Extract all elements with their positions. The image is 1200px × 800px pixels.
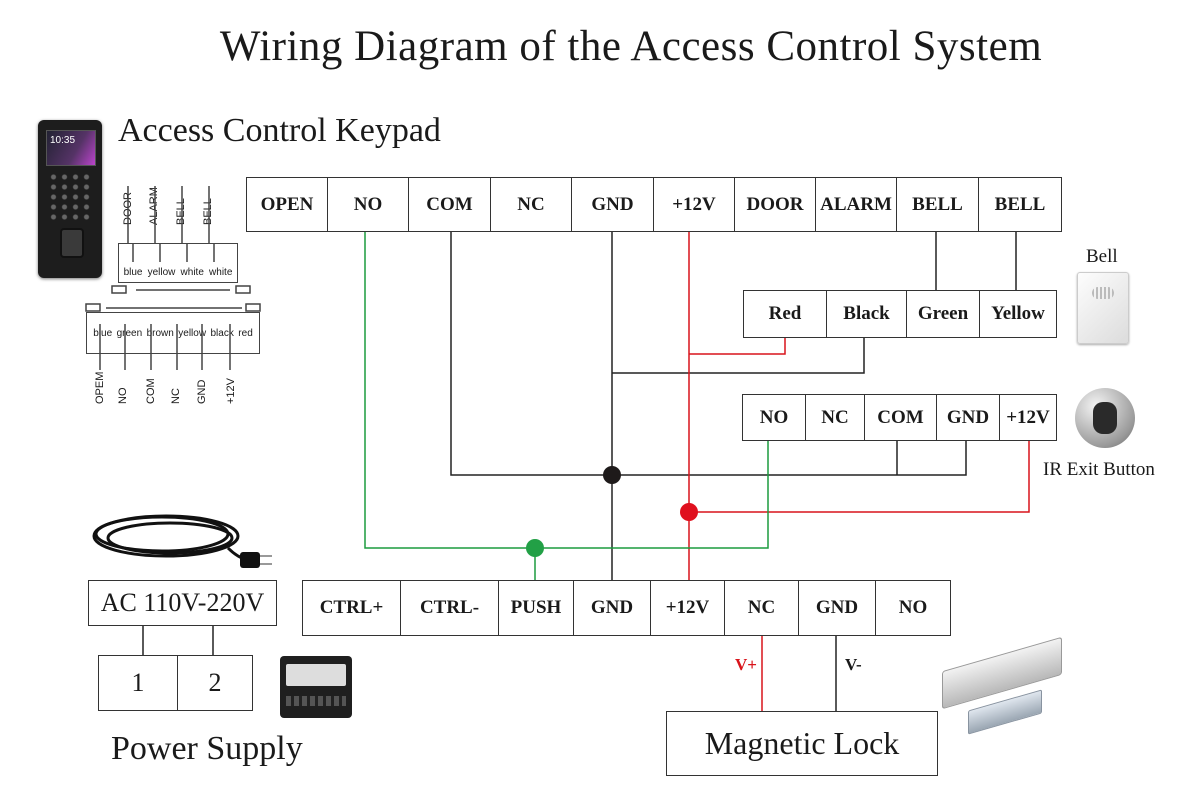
- bell-device-image: [1077, 272, 1129, 344]
- power-input-row: 1 2: [98, 655, 253, 711]
- exit-terminal-no: NO: [743, 395, 806, 440]
- power-terminal-gnd: GND: [574, 581, 651, 635]
- exit-terminal-com: COM: [865, 395, 937, 440]
- keypad-bottom-color-brown: brown: [146, 327, 174, 339]
- bell-terminal-black: Black: [827, 291, 907, 337]
- keypad-bottom-color-yellow: yellow: [178, 327, 207, 339]
- power-terminal-push: PUSH: [499, 581, 574, 635]
- black-wires: [142, 232, 1017, 711]
- controller-terminal-bell: BELL: [897, 178, 979, 231]
- exit-terminal-nc: NC: [806, 395, 865, 440]
- ac-input-box: AC 110V-220V: [88, 580, 277, 626]
- page-title: Wiring Diagram of the Access Control Sys…: [219, 23, 1043, 70]
- bell-terminal-row: Red Black Green Yellow: [743, 290, 1057, 338]
- keypad-device-image: 10:35: [38, 120, 102, 278]
- keypad-top-color-blue: blue: [123, 267, 143, 278]
- junction-gnd: [603, 466, 621, 484]
- keypad-top-color-yellow: yellow: [147, 267, 176, 278]
- keypad-screen: 10:35: [46, 130, 96, 166]
- power-terminal-no: NO: [898, 597, 928, 618]
- red-wires: [688, 232, 1030, 711]
- keypad-top-color-white-2: white: [209, 267, 233, 278]
- power-terminal-gnd-2: GND: [799, 581, 876, 635]
- green-wires: [364, 232, 769, 580]
- power-terminal-nc: NC: [725, 581, 799, 635]
- controller-terminal-alarm: ALARM: [816, 178, 897, 231]
- power-input-1: 1: [99, 656, 178, 710]
- keypad-bottom-color-black: black: [210, 327, 234, 339]
- exit-terminal-12v: +12V: [1006, 406, 1050, 428]
- keypad-bottom-connector: blue green brown yellow black red: [86, 312, 260, 354]
- controller-terminal-gnd: GND: [572, 178, 654, 231]
- power-supply-sticker: [286, 664, 346, 686]
- controller-terminal-open: OPEN: [247, 178, 328, 231]
- power-supply-label: Power Supply: [111, 730, 303, 767]
- hand-icon: [1093, 402, 1117, 434]
- keypad-bottom-color-blue: blue: [93, 327, 113, 339]
- power-input-2: 2: [208, 668, 222, 697]
- power-terminal-ctrl-minus: CTRL-: [401, 581, 499, 635]
- exit-button-device-image: [1075, 388, 1135, 448]
- controller-terminal-bell-2: BELL: [994, 193, 1046, 215]
- fingerprint-sensor-icon: [60, 228, 84, 258]
- power-terminal-12v: +12V: [651, 581, 725, 635]
- keypad-screen-time: 10:35: [50, 135, 76, 146]
- exit-button-label: IR Exit Button: [1043, 459, 1155, 480]
- lock-body: [942, 636, 1062, 710]
- controller-terminal-door: DOOR: [735, 178, 816, 231]
- keypad-connector-ticks: [85, 186, 261, 370]
- controller-terminal-com: COM: [409, 178, 491, 231]
- ac-input-label: AC 110V-220V: [100, 588, 265, 617]
- bell-terminal-red: Red: [744, 291, 827, 337]
- magnetic-lock-device-image: [938, 636, 1064, 740]
- keypad-top-connector: blue yellow white white: [118, 243, 238, 283]
- magnetic-lock-label: Magnetic Lock: [704, 725, 900, 761]
- bell-speaker-icon: [1092, 287, 1114, 299]
- keypad-top-color-white: white: [180, 267, 204, 278]
- lock-vminus-label: V-: [845, 655, 862, 674]
- exit-terminal-gnd: GND: [937, 395, 1000, 440]
- power-supply-screw-terminals: [286, 696, 346, 706]
- lock-vplus-label: V+: [735, 655, 757, 674]
- keypad-bottom-color-red: red: [238, 327, 253, 339]
- power-terminal-ctrl-plus: CTRL+: [303, 581, 401, 635]
- controller-terminal-nc: NC: [491, 178, 572, 231]
- keypad-bottom-color-green: green: [116, 327, 143, 339]
- exit-button-terminal-row: NO NC COM GND +12V: [742, 394, 1057, 441]
- bell-terminal-yellow: Yellow: [991, 303, 1045, 324]
- power-cord-image: [92, 514, 272, 568]
- junction-push: [526, 539, 544, 557]
- power-terminal-row: CTRL+ CTRL- PUSH GND +12V NC GND NO: [302, 580, 951, 636]
- bell-terminal-green: Green: [907, 291, 980, 337]
- keypad-buttons: [48, 172, 92, 222]
- controller-terminal-12v: +12V: [654, 178, 735, 231]
- keypad-title: Access Control Keypad: [118, 112, 441, 149]
- controller-terminal-row: OPEN NO COM NC GND +12V DOOR ALARM BELL …: [246, 177, 1062, 232]
- bell-label: Bell: [1086, 246, 1118, 267]
- controller-terminal-no: NO: [328, 178, 409, 231]
- magnetic-lock-box: Magnetic Lock: [666, 711, 938, 776]
- junction-12v: [680, 503, 698, 521]
- power-supply-device-image: [280, 656, 352, 718]
